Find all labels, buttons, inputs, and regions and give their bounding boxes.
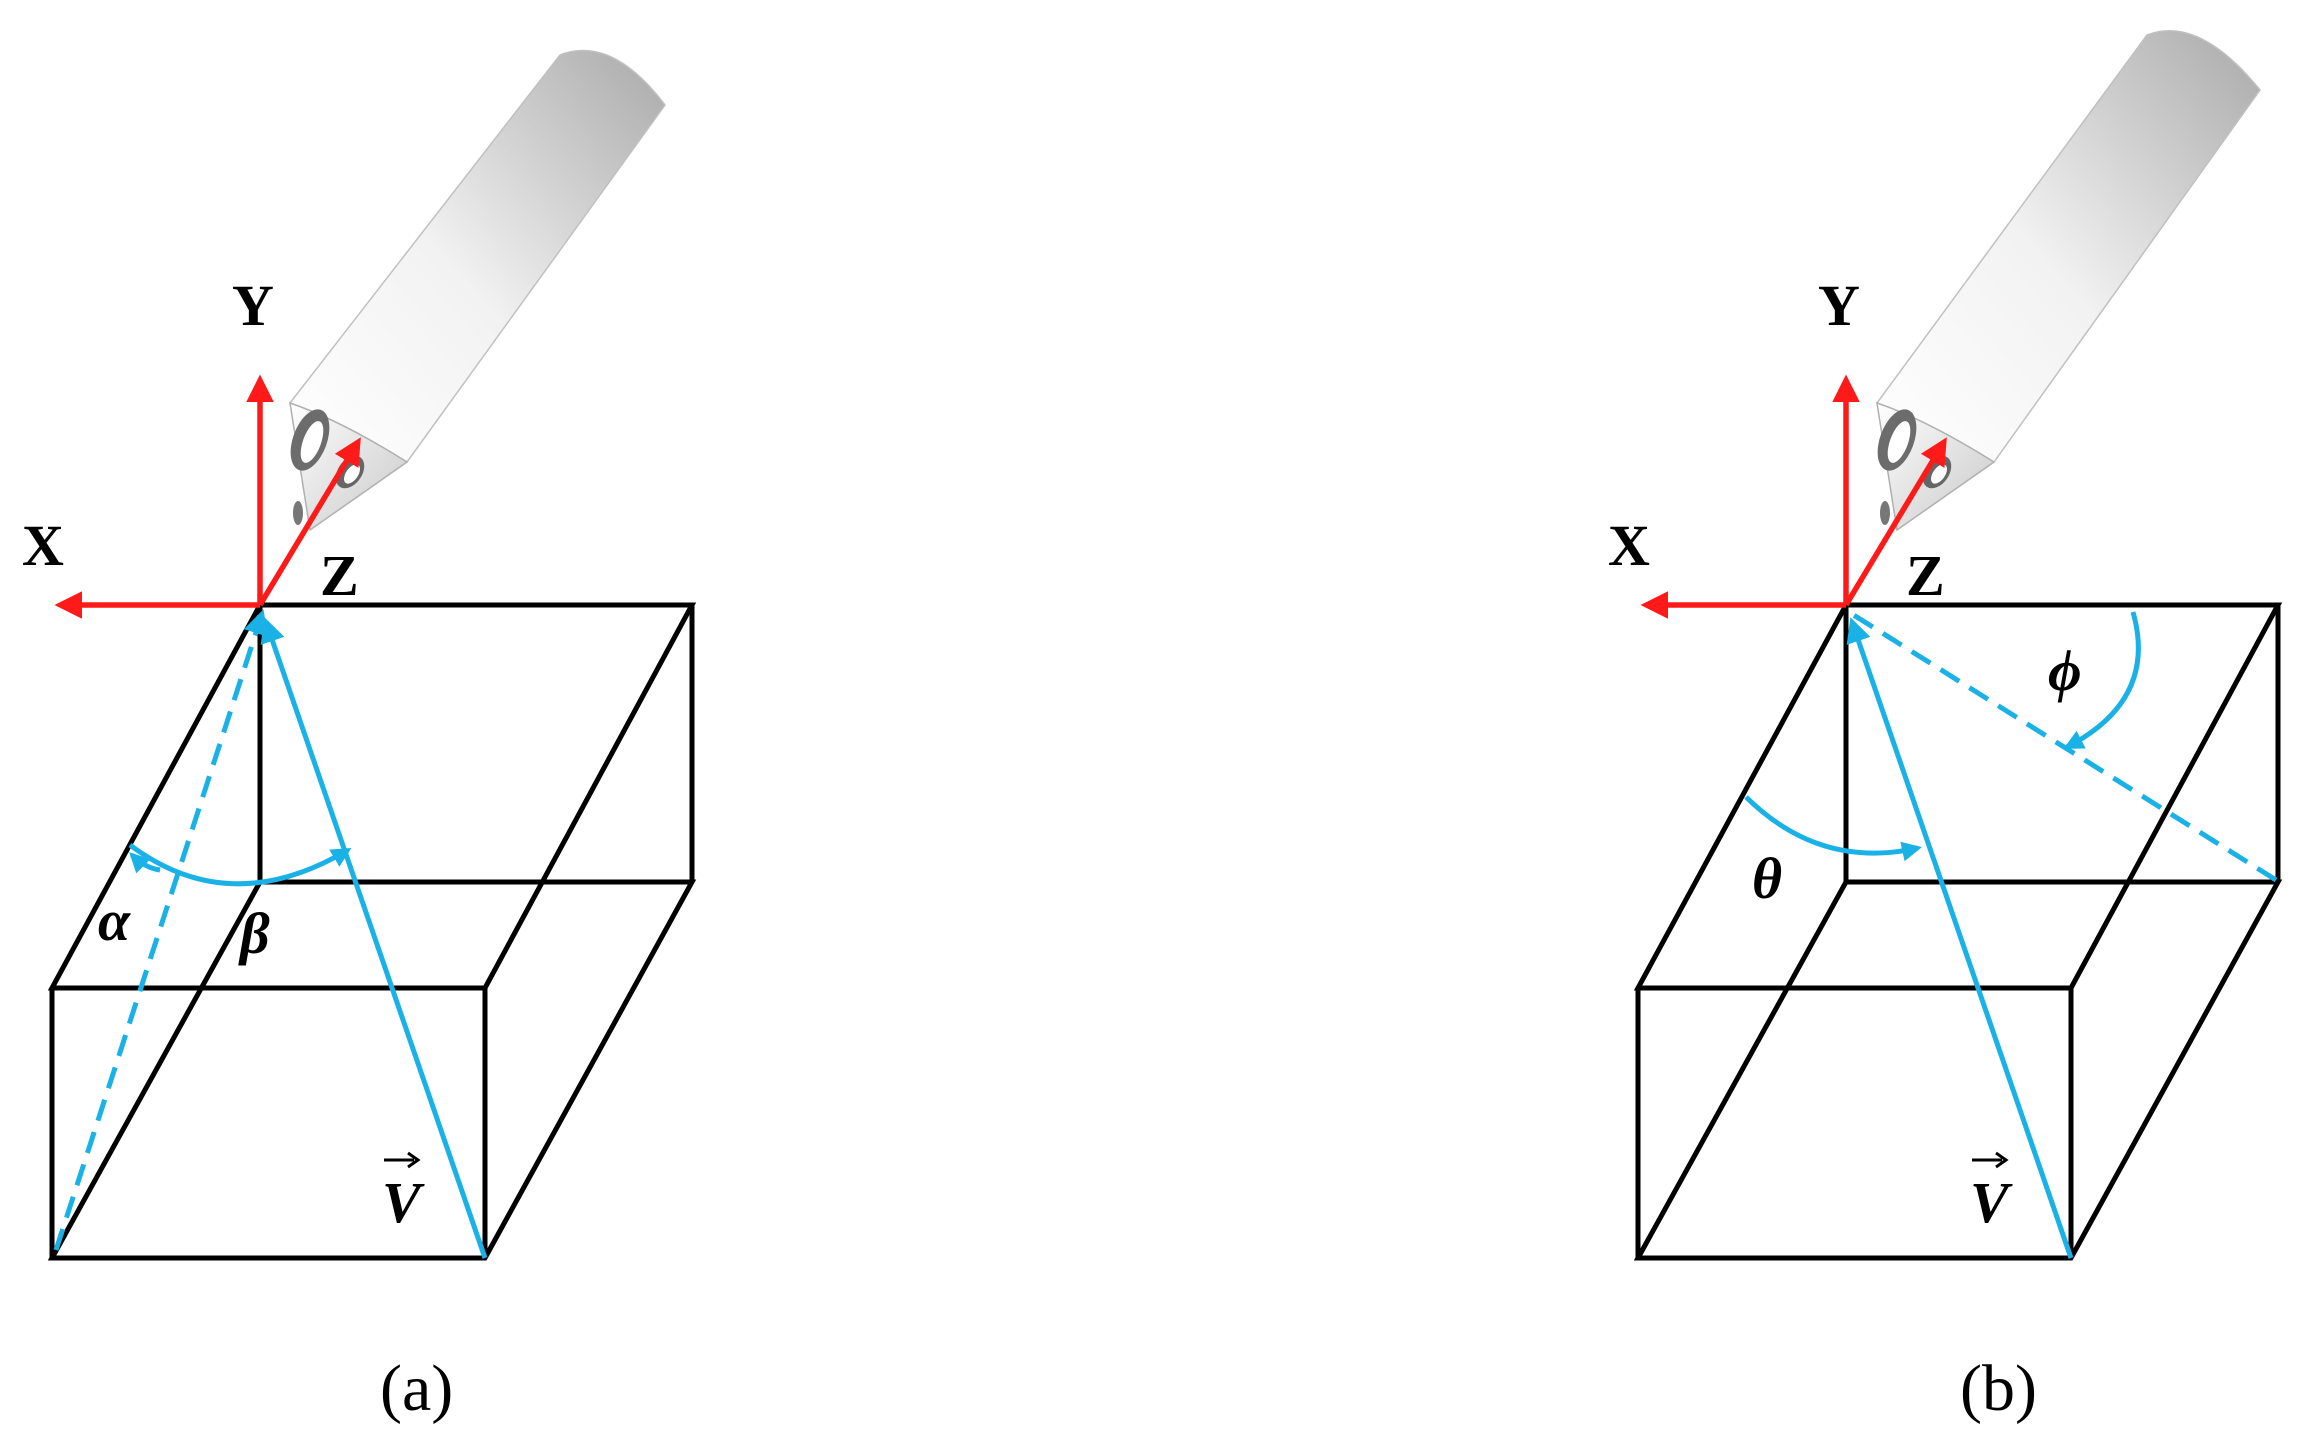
panel-a: Y X Z α β V (a) (22, 49, 697, 1425)
probe-a (288, 49, 666, 532)
projection-dashed-line (53, 609, 268, 1251)
alpha-label: α (98, 888, 131, 953)
panel-label-b: (b) (1960, 1352, 2037, 1425)
coordinate-axes-b (1640, 374, 1947, 619)
svg-text:V: V (1970, 1170, 2013, 1235)
z-axis-label: Z (320, 543, 359, 608)
theta-label: θ (1752, 846, 1782, 911)
coordinate-axes-a (54, 374, 361, 619)
x-axis-label: X (22, 513, 64, 578)
vectors-a (53, 609, 488, 1259)
beta-arc-start (129, 852, 161, 874)
vector-v-label-a: V (382, 1151, 425, 1235)
panel-label-a: (a) (380, 1352, 453, 1425)
y-axis-label: Y (232, 273, 274, 338)
svg-text:V: V (382, 1170, 425, 1235)
beta-label: β (238, 901, 270, 966)
z-axis-arrow (257, 437, 361, 607)
z-axis-label: Z (1906, 543, 1945, 608)
phi-label: ϕ (2048, 638, 2082, 703)
alpha-arc (128, 842, 352, 887)
x-axis-label: X (1608, 513, 1650, 578)
panel-b: Y X Z θ ϕ V (b) (1608, 30, 2283, 1425)
vector-v-label-b: V (1970, 1151, 2013, 1235)
velocity-vector (1846, 617, 2074, 1259)
theta-arc (1744, 795, 1922, 862)
velocity-vector (260, 617, 488, 1259)
box-b (1633, 602, 2283, 1261)
probe-b (1875, 30, 2261, 532)
phi-arc (2063, 611, 2141, 750)
box-a (47, 602, 697, 1261)
z-axis-arrow (1843, 437, 1947, 607)
y-axis-label: Y (1818, 273, 1860, 338)
vectors-b (1744, 611, 2278, 1259)
